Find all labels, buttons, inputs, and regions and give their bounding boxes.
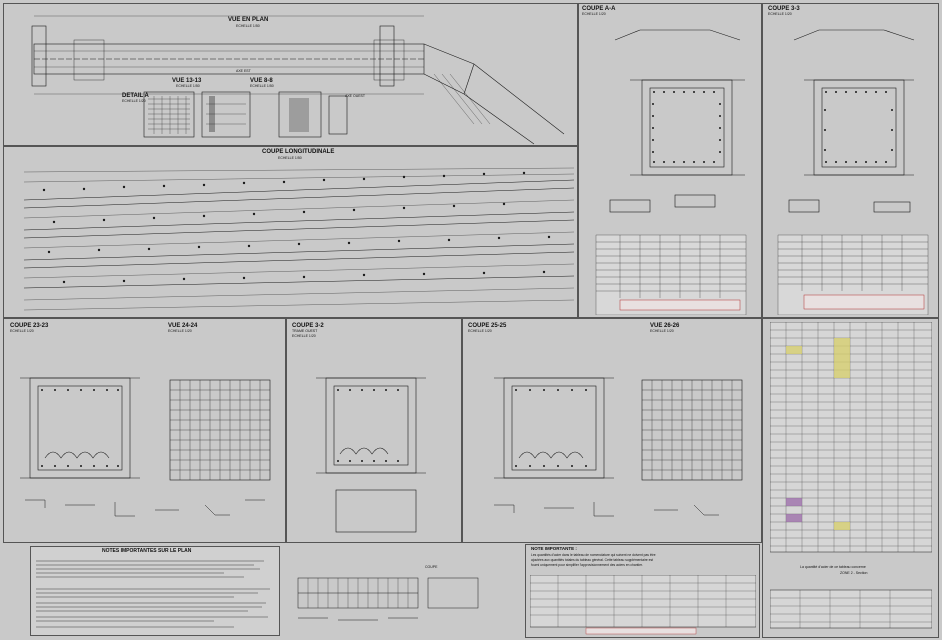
coupe-23-23-title: COUPE 23-23 xyxy=(10,323,49,329)
schedule-footer-line1: La quantité d'acier de ce tableau concer… xyxy=(800,565,866,569)
coupe-3-3-title: COUPE 3-3 xyxy=(768,6,800,12)
coupe-3-2-title: COUPE 3-2 xyxy=(292,323,324,329)
coupe-25-25-scale: ECHELLE 1/20 xyxy=(468,329,492,333)
rebar-schedule-table xyxy=(770,322,932,629)
notes-important-panel xyxy=(525,544,760,638)
vue-26-26-title: VUE 26-26 xyxy=(650,323,680,329)
vue-8-8-scale: ECHELLE 1/50 xyxy=(250,84,274,88)
coupe-23-23-drawing xyxy=(20,377,271,517)
coupe-3-2-scale: ECHELLE 1/20 xyxy=(292,334,316,338)
coupe-longitudinale-title: COUPE LONGITUDINALE xyxy=(262,149,335,155)
coupe-23-23-scale: ECHELLE 1/20 xyxy=(10,329,34,333)
coupe-a-a-scale: ECHELLE 1/20 xyxy=(582,12,606,16)
coupe-25-25-panel xyxy=(462,318,762,543)
coupe-25-25-title: COUPE 25-25 xyxy=(468,323,507,329)
schedule-footer-line2: ZONE 2 - Section xyxy=(840,571,868,575)
notes-plan-title: NOTES IMPORTANTES SUR LE PLAN xyxy=(102,548,192,554)
coupe-3-2-subtitle: TRAME OUEST xyxy=(292,329,318,333)
notes-important-line3: fourni uniquement pour simplifier l'appr… xyxy=(531,563,643,567)
notes-plan-body xyxy=(36,560,270,628)
plan-panel xyxy=(3,3,578,146)
plan-view-drawing xyxy=(31,15,565,145)
coupe-3-3-panel xyxy=(762,3,939,318)
schedule-panel xyxy=(762,318,939,638)
detail-a-scale: ECHELLE 1/20 xyxy=(122,99,146,103)
coupe-3-2-panel xyxy=(286,318,462,543)
vue-13-13-scale: ECHELLE 1/50 xyxy=(176,84,200,88)
vue-en-plan-scale: ECHELLE 1/50 xyxy=(236,24,260,28)
longitudinal-section-panel xyxy=(3,146,578,318)
coupe-3-2-drawing xyxy=(316,377,426,533)
vue-8-8-title: VUE 8-8 xyxy=(250,78,273,84)
notes-important-table xyxy=(530,575,756,635)
vue-en-plan-title: VUE EN PLAN xyxy=(228,17,269,23)
coupe-23-23-panel xyxy=(3,318,286,543)
notes-important-title: NOTE IMPORTANTE : xyxy=(531,546,577,551)
coupe-small-label: COUPE xyxy=(425,565,438,569)
axe-est-label: AXE EST xyxy=(236,69,251,73)
notes-important-line2: ajoutées aux quantités totales du tablea… xyxy=(531,558,654,562)
vue-24-24-title: VUE 24-24 xyxy=(168,323,198,329)
notes-important-line1: Les quantités d'acier dans le tableau de… xyxy=(531,553,656,557)
vue-26-26-scale: ECHELLE 1/20 xyxy=(650,329,674,333)
coupe-a-a-title: COUPE A-A xyxy=(582,6,616,12)
coupe-3-3-scale: ECHELLE 1/20 xyxy=(768,12,792,16)
coupe-a-a-panel xyxy=(578,3,762,318)
coupe-longitudinale-scale: ECHELLE 1/50 xyxy=(278,156,302,160)
coupe-25-25-drawing xyxy=(494,377,743,517)
detail-a-title: DETAIL A xyxy=(122,93,149,99)
vue-24-24-scale: ECHELLE 1/20 xyxy=(168,329,192,333)
longitudinal-section-drawing xyxy=(23,167,575,311)
axe-ouest-label: AXE OUEST xyxy=(345,94,366,98)
vue-13-13-title: VUE 13-13 xyxy=(172,78,202,84)
coupe-a-a-drawing xyxy=(595,29,747,315)
coupe-3-3-drawing xyxy=(777,29,929,315)
coupe-detail-small xyxy=(297,577,479,621)
